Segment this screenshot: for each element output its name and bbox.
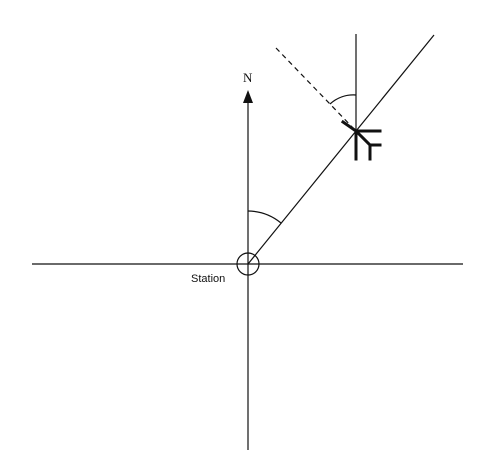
north-arrow-icon	[243, 90, 253, 103]
wind-direction-dashed-line	[275, 47, 357, 132]
station-bearing-arc	[247, 210, 282, 224]
target-angle-arc	[329, 94, 357, 105]
station-label: Station	[191, 273, 225, 285]
wind-barb-diagonal	[353, 128, 373, 148]
north-label: N	[243, 70, 253, 85]
wind-barb-shaft	[340, 119, 359, 134]
bearing-line	[247, 34, 435, 265]
station-circle	[236, 252, 260, 276]
